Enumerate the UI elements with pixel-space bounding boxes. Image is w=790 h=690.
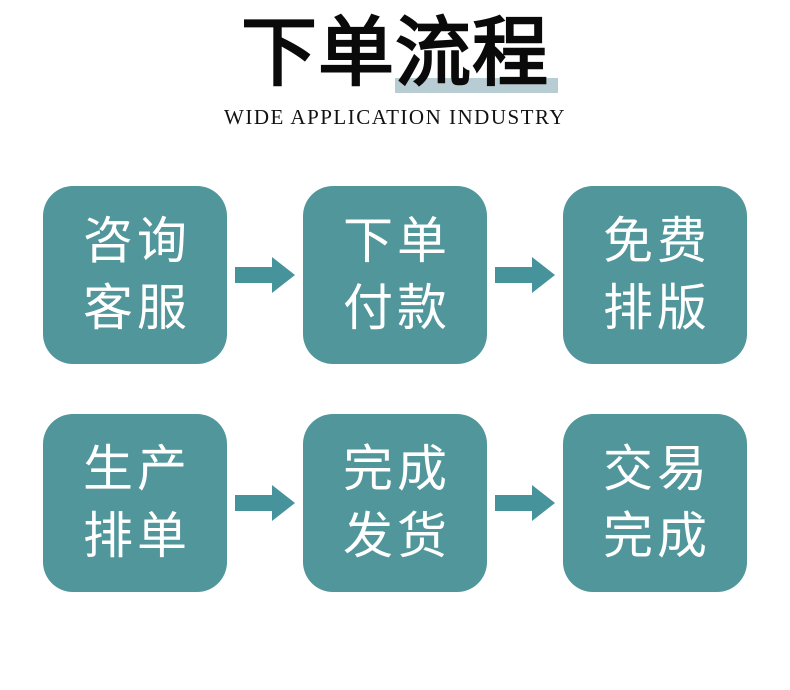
step-box-free-typesetting: 免费 排版	[563, 186, 747, 365]
step-label-line: 免费	[603, 213, 711, 270]
step-box-complete-shipment: 完成 发货	[303, 414, 487, 593]
step-label-line: 排单	[83, 508, 191, 565]
step-box-order-payment: 下单 付款	[303, 186, 487, 365]
arrow-right-icon	[495, 257, 555, 294]
step-label-line: 生产	[83, 441, 191, 498]
step-label-line: 完成	[603, 508, 711, 565]
title-highlight-bar	[394, 78, 558, 94]
step-box-transaction-complete: 交易 完成	[563, 414, 747, 593]
step-label-line: 下单	[343, 213, 451, 270]
flow-row-2: 生产 排单 完成 发货 交易 完成	[43, 414, 747, 593]
step-label-line: 发货	[343, 508, 451, 565]
arrow-right-icon	[235, 257, 295, 294]
arrow-right-icon	[235, 485, 295, 522]
arrow-right-icon	[495, 485, 555, 522]
page-title: 下单流程	[241, 12, 558, 97]
page-subtitle: WIDE APPLICATION INDUSTRY	[224, 105, 566, 130]
step-label-line: 排版	[603, 280, 711, 337]
step-label-line: 咨询	[83, 213, 191, 270]
step-box-production-scheduling: 生产 排单	[43, 414, 227, 593]
flow-row-1: 咨询 客服 下单 付款 免费 排版	[43, 186, 747, 365]
process-flow: 咨询 客服 下单 付款 免费 排版 生产 排单	[0, 186, 790, 593]
step-label-line: 付款	[343, 280, 451, 337]
step-label-line: 完成	[343, 441, 451, 498]
step-label-line: 交易	[603, 441, 711, 498]
page-title-text: 下单流程	[241, 12, 549, 96]
step-box-consult-service: 咨询 客服	[43, 186, 227, 365]
step-label-line: 客服	[83, 280, 191, 337]
header: 下单流程 WIDE APPLICATION INDUSTRY	[0, 0, 790, 130]
